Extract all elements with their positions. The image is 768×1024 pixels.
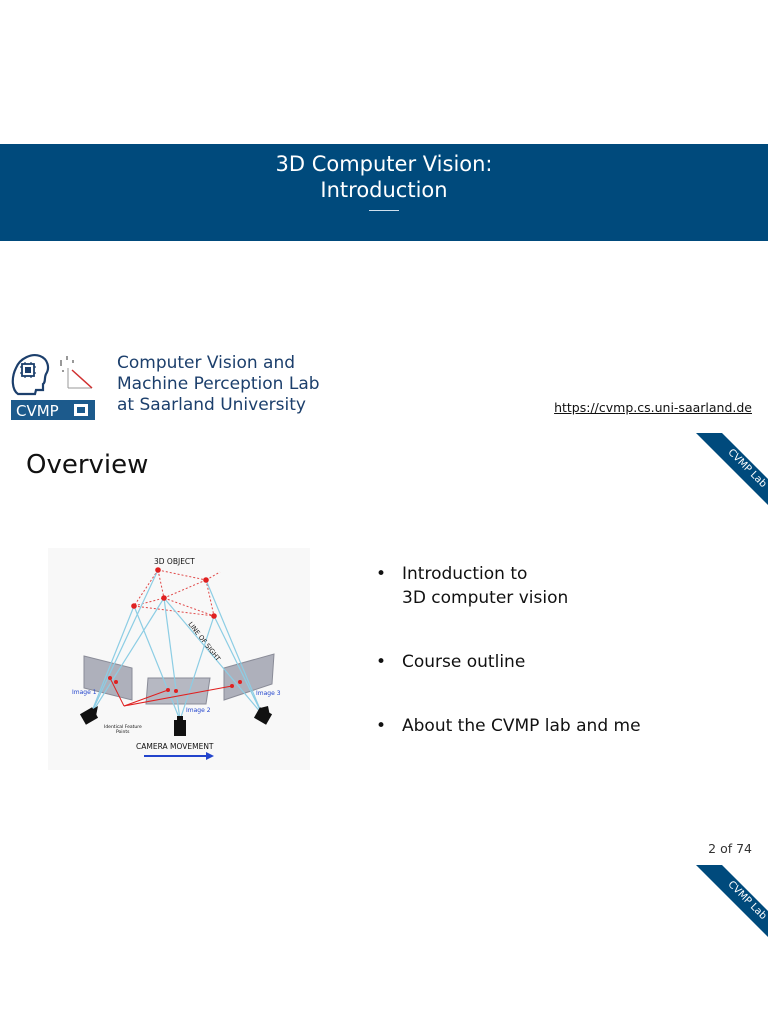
image-2-label: Image 2 — [186, 707, 211, 714]
page-number: 2 of 74 — [708, 841, 752, 856]
title-divider — [369, 210, 399, 211]
bullet-icon: • — [376, 564, 387, 584]
slide-title-line-1: 3D Computer Vision: — [275, 152, 493, 176]
lab-name-line: Computer Vision and — [117, 353, 296, 373]
overview-bullet-list: • Introduction to 3D computer vision • C… — [376, 562, 756, 738]
bullet-text: Introduction to 3D computer vision — [402, 564, 569, 608]
image-3-label: Image 3 — [256, 690, 281, 697]
bullet-item: • About the CVMP lab and me — [376, 714, 756, 738]
image-1-label: Image 1 — [72, 689, 97, 696]
lab-name-line: at Saarland University — [117, 395, 306, 415]
cvmp-lab-ribbon: CVMP Lab — [696, 433, 768, 505]
bullet-icon: • — [376, 716, 387, 736]
bullet-item: • Course outline — [376, 650, 756, 674]
bullet-item: • Introduction to 3D computer vision — [376, 562, 756, 610]
lab-name-line: Machine Perception Lab — [117, 374, 320, 394]
cvmp-logo: CVMP — [8, 350, 98, 424]
cvmp-lab-ribbon-bottom: CVMP Lab — [696, 865, 768, 937]
logo-text: CVMP — [16, 402, 59, 420]
lab-website-link[interactable]: https://cvmp.cs.uni-saarland.de — [554, 400, 752, 415]
movement-label: CAMERA MOVEMENT — [136, 742, 214, 751]
object-label: 3D OBJECT — [154, 557, 195, 566]
title-band: 3D Computer Vision: Introduction — [0, 144, 768, 241]
feature-label-line-2: Points — [116, 729, 130, 735]
lab-name: Computer Vision and Machine Perception L… — [117, 353, 347, 416]
multi-view-diagram: 3D OBJECT LINE OF SIGHT Image 1 Image 2 … — [48, 548, 310, 770]
section-heading: Overview — [26, 450, 149, 480]
feature-label-line-1: Identical Feature — [104, 724, 142, 730]
bullet-text: Course outline — [402, 652, 526, 672]
slide-title-line-2: Introduction — [320, 178, 448, 202]
bullet-icon: • — [376, 652, 387, 672]
bullet-text: About the CVMP lab and me — [402, 716, 641, 736]
